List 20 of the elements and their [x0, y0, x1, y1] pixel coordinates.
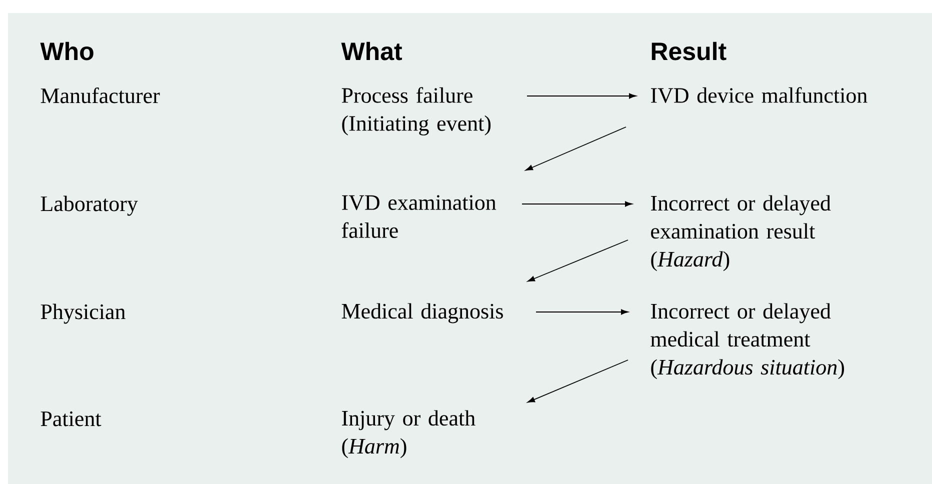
arrow	[536, 309, 628, 315]
arrow	[527, 360, 628, 403]
role-label: Manufacturer	[40, 88, 160, 104]
step-text: IVD examination failure	[342, 195, 496, 238]
step-text: Injury or death (Harm)	[342, 410, 476, 458]
role-label: Patient	[40, 411, 102, 426]
arrow	[526, 93, 636, 99]
column-heading: Result	[652, 42, 726, 60]
step-text: IVD device malfunction	[651, 87, 868, 103]
column-heading: What	[341, 42, 402, 60]
role-label: Laboratory	[40, 196, 138, 216]
column-heading: Who	[40, 42, 94, 60]
step-text: Incorrect or delayed examination result (Hazard)	[651, 195, 831, 272]
step-text: Incorrect or delayed medical treatment (Hazardous situation)	[650, 303, 844, 380]
step-text: Process failure (Initiating event)	[342, 87, 491, 136]
arrow	[525, 126, 626, 171]
arrow	[522, 201, 632, 207]
step-text: Medical diagnosis	[342, 303, 503, 324]
arrow	[527, 240, 628, 282]
role-label: Physician	[40, 304, 126, 324]
